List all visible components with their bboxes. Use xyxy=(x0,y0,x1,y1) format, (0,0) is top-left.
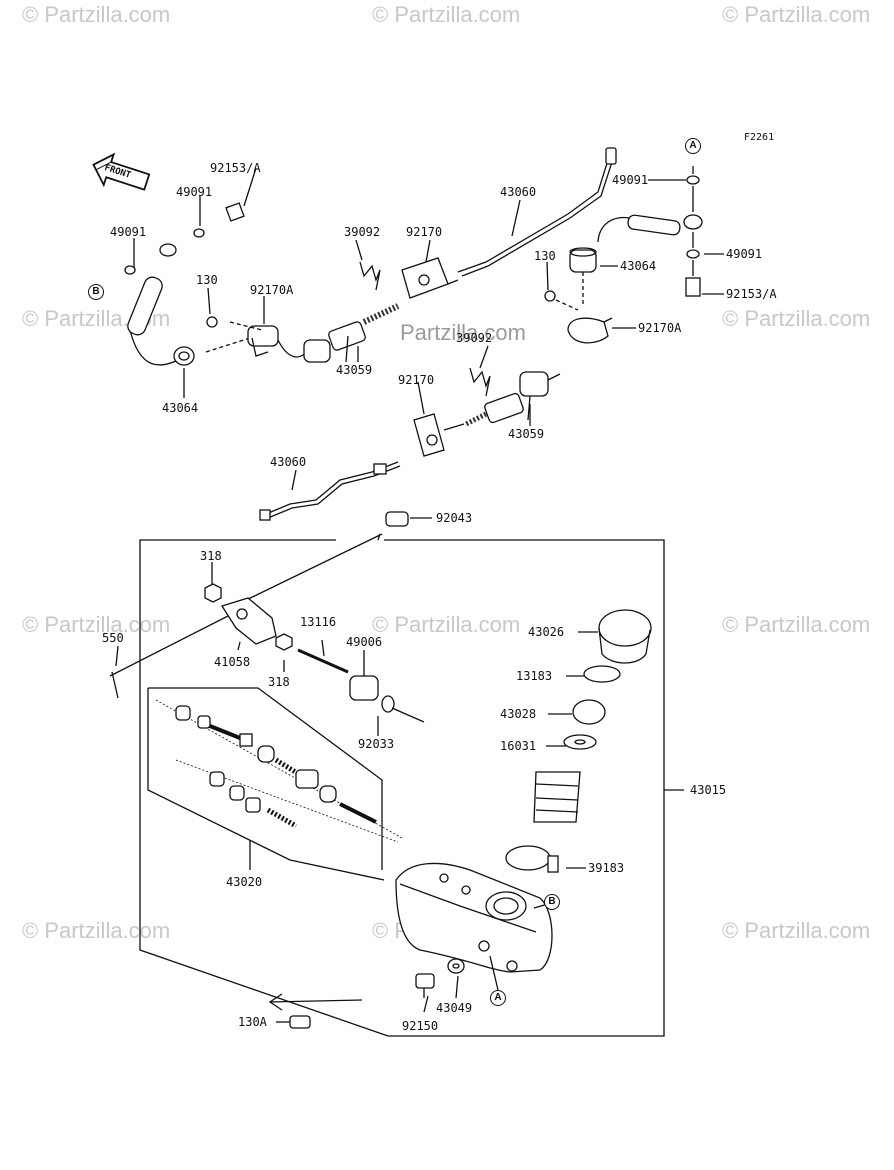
label-43026[interactable]: 43026 xyxy=(528,625,565,639)
label-92153a-right[interactable]: 92153/A xyxy=(726,287,777,301)
label-49006[interactable]: 49006 xyxy=(346,635,383,649)
label-39092-mid[interactable]: 39092 xyxy=(456,331,493,345)
label-43060-top[interactable]: 43060 xyxy=(500,185,537,199)
label-318-top[interactable]: 318 xyxy=(200,549,222,563)
marker-a-top: A xyxy=(685,138,701,154)
watermark: © Partzilla.com xyxy=(722,612,871,637)
watermark: © Partzilla.com xyxy=(22,612,171,637)
label-43060-bottom[interactable]: 43060 xyxy=(270,455,307,469)
watermark: © Partzilla.com xyxy=(372,612,521,637)
watermark: © Partzilla.com xyxy=(22,2,171,27)
label-43020[interactable]: 43020 xyxy=(226,875,263,889)
label-130-right[interactable]: 130 xyxy=(534,249,556,263)
label-43049[interactable]: 43049 xyxy=(436,1001,473,1015)
watermark-center: Partzilla.com xyxy=(400,320,526,345)
label-43064-left[interactable]: 43064 xyxy=(162,401,199,415)
label-43064-right[interactable]: 43064 xyxy=(620,259,657,273)
label-92153a-top[interactable]: 92153/A xyxy=(210,161,261,175)
label-39183[interactable]: 39183 xyxy=(588,861,625,875)
marker-b-bottom: B xyxy=(544,894,560,910)
label-16031[interactable]: 16031 xyxy=(500,739,537,753)
marker-b-left: B xyxy=(88,284,104,300)
label-49091-top[interactable]: 49091 xyxy=(176,185,213,199)
label-550[interactable]: 550 xyxy=(102,631,124,645)
label-318-bottom[interactable]: 318 xyxy=(268,675,290,689)
label-49091-right-top[interactable]: 49091 xyxy=(612,173,649,187)
label-41058[interactable]: 41058 xyxy=(214,655,251,669)
front-arrow-icon xyxy=(92,152,151,191)
label-43059-right[interactable]: 43059 xyxy=(508,427,545,441)
watermark: © Partzilla.com xyxy=(722,306,871,331)
label-92170-top[interactable]: 92170 xyxy=(406,225,443,239)
figure-ref: F2261 xyxy=(744,132,775,143)
label-130-left[interactable]: 130 xyxy=(196,273,218,287)
label-13116[interactable]: 13116 xyxy=(300,615,337,629)
label-43028[interactable]: 43028 xyxy=(500,707,537,721)
label-43015[interactable]: 43015 xyxy=(690,783,727,797)
label-13183[interactable]: 13183 xyxy=(516,669,553,683)
marker-a-bottom: A xyxy=(490,990,506,1006)
watermark: © Partzilla.com xyxy=(722,918,871,943)
watermark: © Partzilla.com xyxy=(22,918,171,943)
label-92170a-right[interactable]: 92170A xyxy=(638,321,682,335)
watermark: © Partzilla.com xyxy=(372,2,521,27)
label-92150[interactable]: 92150 xyxy=(402,1019,439,1033)
label-130a[interactable]: 130A xyxy=(238,1015,267,1029)
label-92043[interactable]: 92043 xyxy=(436,511,473,525)
label-39092-top[interactable]: 39092 xyxy=(344,225,381,239)
label-49091-right[interactable]: 49091 xyxy=(726,247,763,261)
label-92033[interactable]: 92033 xyxy=(358,737,395,751)
label-43059-left[interactable]: 43059 xyxy=(336,363,373,377)
watermark: © Partzilla.com xyxy=(722,2,871,27)
label-49091-left[interactable]: 49091 xyxy=(110,225,147,239)
label-92170a-left[interactable]: 92170A xyxy=(250,283,294,297)
label-92170-mid[interactable]: 92170 xyxy=(398,373,435,387)
